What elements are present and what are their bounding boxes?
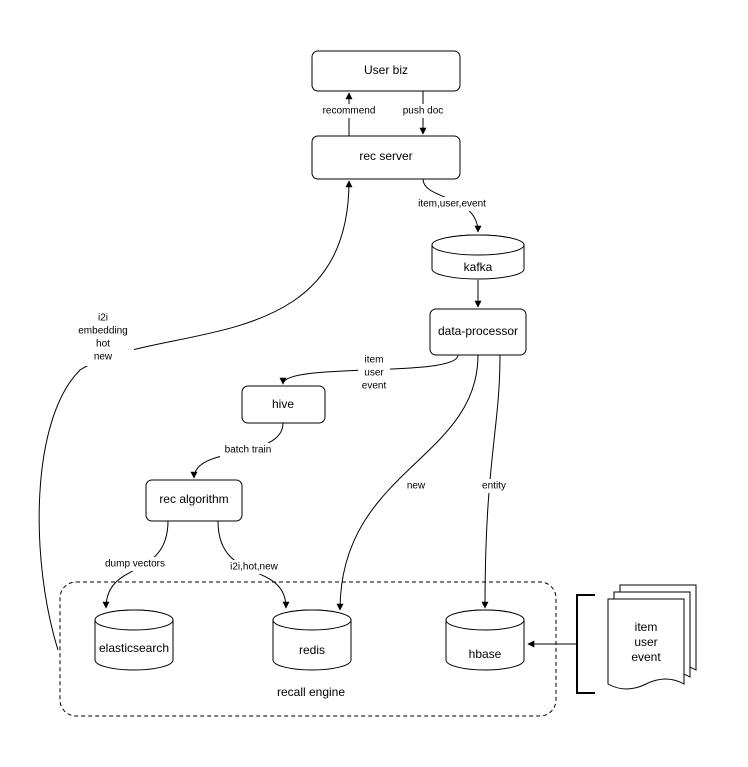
label-dump-vectors: dump vectors xyxy=(105,559,165,570)
label-i2i-hot-new: i2i,hot,new xyxy=(230,562,279,573)
rec-server-node: rec server xyxy=(311,135,461,180)
label-new: new xyxy=(407,481,426,492)
label-push-doc: push doc xyxy=(403,106,444,117)
recall-engine-label: recall engine xyxy=(277,685,345,699)
redis-node: redis xyxy=(272,609,352,671)
label-recall-1: embedding xyxy=(78,326,127,337)
elasticsearch-node: elasticsearch xyxy=(94,609,174,671)
hive-node: hive xyxy=(241,385,326,424)
user-biz-node: User biz xyxy=(311,50,461,92)
kafka-label: kafka xyxy=(464,260,493,274)
redis-label: redis xyxy=(299,643,325,657)
elasticsearch-label: elasticsearch xyxy=(99,641,169,655)
data-processor-node: data-processor xyxy=(429,308,527,356)
label-recall-0: i2i xyxy=(98,313,108,324)
label-recommend: recommend xyxy=(323,106,376,117)
doc-label-0: item xyxy=(635,620,658,634)
user-biz-label: User biz xyxy=(364,63,408,77)
label-recall-3: new xyxy=(94,352,113,363)
label-to-hive-2: event xyxy=(362,381,387,392)
edge-new xyxy=(336,354,479,611)
doc-label-2: event xyxy=(631,650,661,664)
doc-label-1: user xyxy=(634,635,657,649)
rec-algorithm-label: rec algorithm xyxy=(159,492,228,506)
data-processor-label: data-processor xyxy=(438,324,518,338)
rec-server-label: rec server xyxy=(359,149,412,163)
edge-entity xyxy=(481,354,501,609)
label-entity: entity xyxy=(482,481,506,492)
hive-label: hive xyxy=(272,397,294,411)
label-to-hive-0: item xyxy=(365,355,384,366)
label-to-hive-1: user xyxy=(364,368,384,379)
label-item-user-event: item,user,event xyxy=(418,199,486,210)
rec-algorithm-node: rec algorithm xyxy=(145,479,243,522)
hbase-label: hbase xyxy=(469,647,502,661)
documents-icon: item user event xyxy=(576,584,697,694)
label-batch-train: batch train xyxy=(225,445,272,456)
hbase-node: hbase xyxy=(445,609,525,671)
label-recall-2: hot xyxy=(96,339,110,350)
kafka-node: kafka xyxy=(431,234,525,280)
recall-engine-container xyxy=(59,581,557,717)
